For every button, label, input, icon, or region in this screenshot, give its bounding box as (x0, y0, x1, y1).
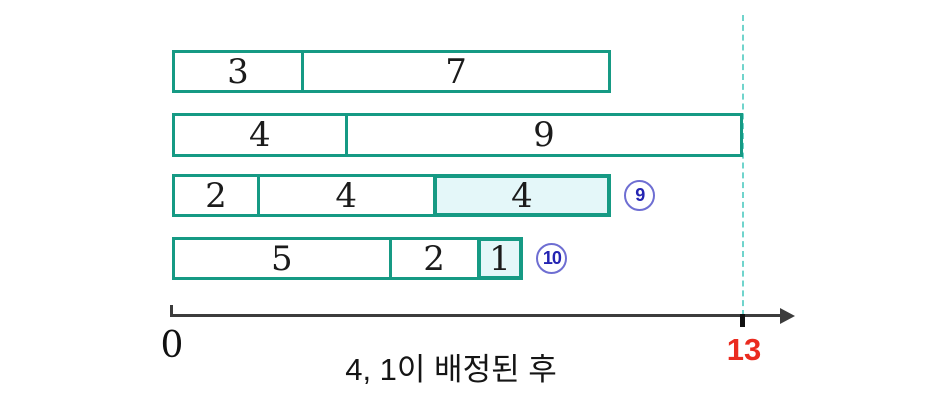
task-segment: 5 (172, 237, 392, 280)
caption: 4, 1이 배정된 후 (345, 352, 557, 387)
axis-arrow-icon (780, 308, 795, 324)
task-segment: 7 (300, 50, 612, 93)
task-segment: 2 (172, 174, 260, 217)
axis-limit-tick (740, 314, 745, 327)
task-segment: 4 (172, 113, 348, 157)
task-segment: 9 (344, 113, 744, 157)
task-segment: 4 (256, 174, 436, 217)
task-segment: 2 (388, 237, 480, 280)
axis-limit-label: 13 (726, 332, 762, 367)
axis-origin-label: 0 (160, 325, 184, 366)
step-badge: 9 (624, 180, 656, 211)
task-segment: 3 (172, 50, 304, 93)
task-segment-highlighted: 1 (476, 237, 524, 280)
step-badge: 10 (536, 243, 568, 274)
time-axis-line (170, 314, 782, 317)
limit-dashed-line (742, 15, 744, 316)
axis-origin-tick (170, 305, 173, 317)
task-segment-highlighted: 4 (432, 174, 612, 217)
